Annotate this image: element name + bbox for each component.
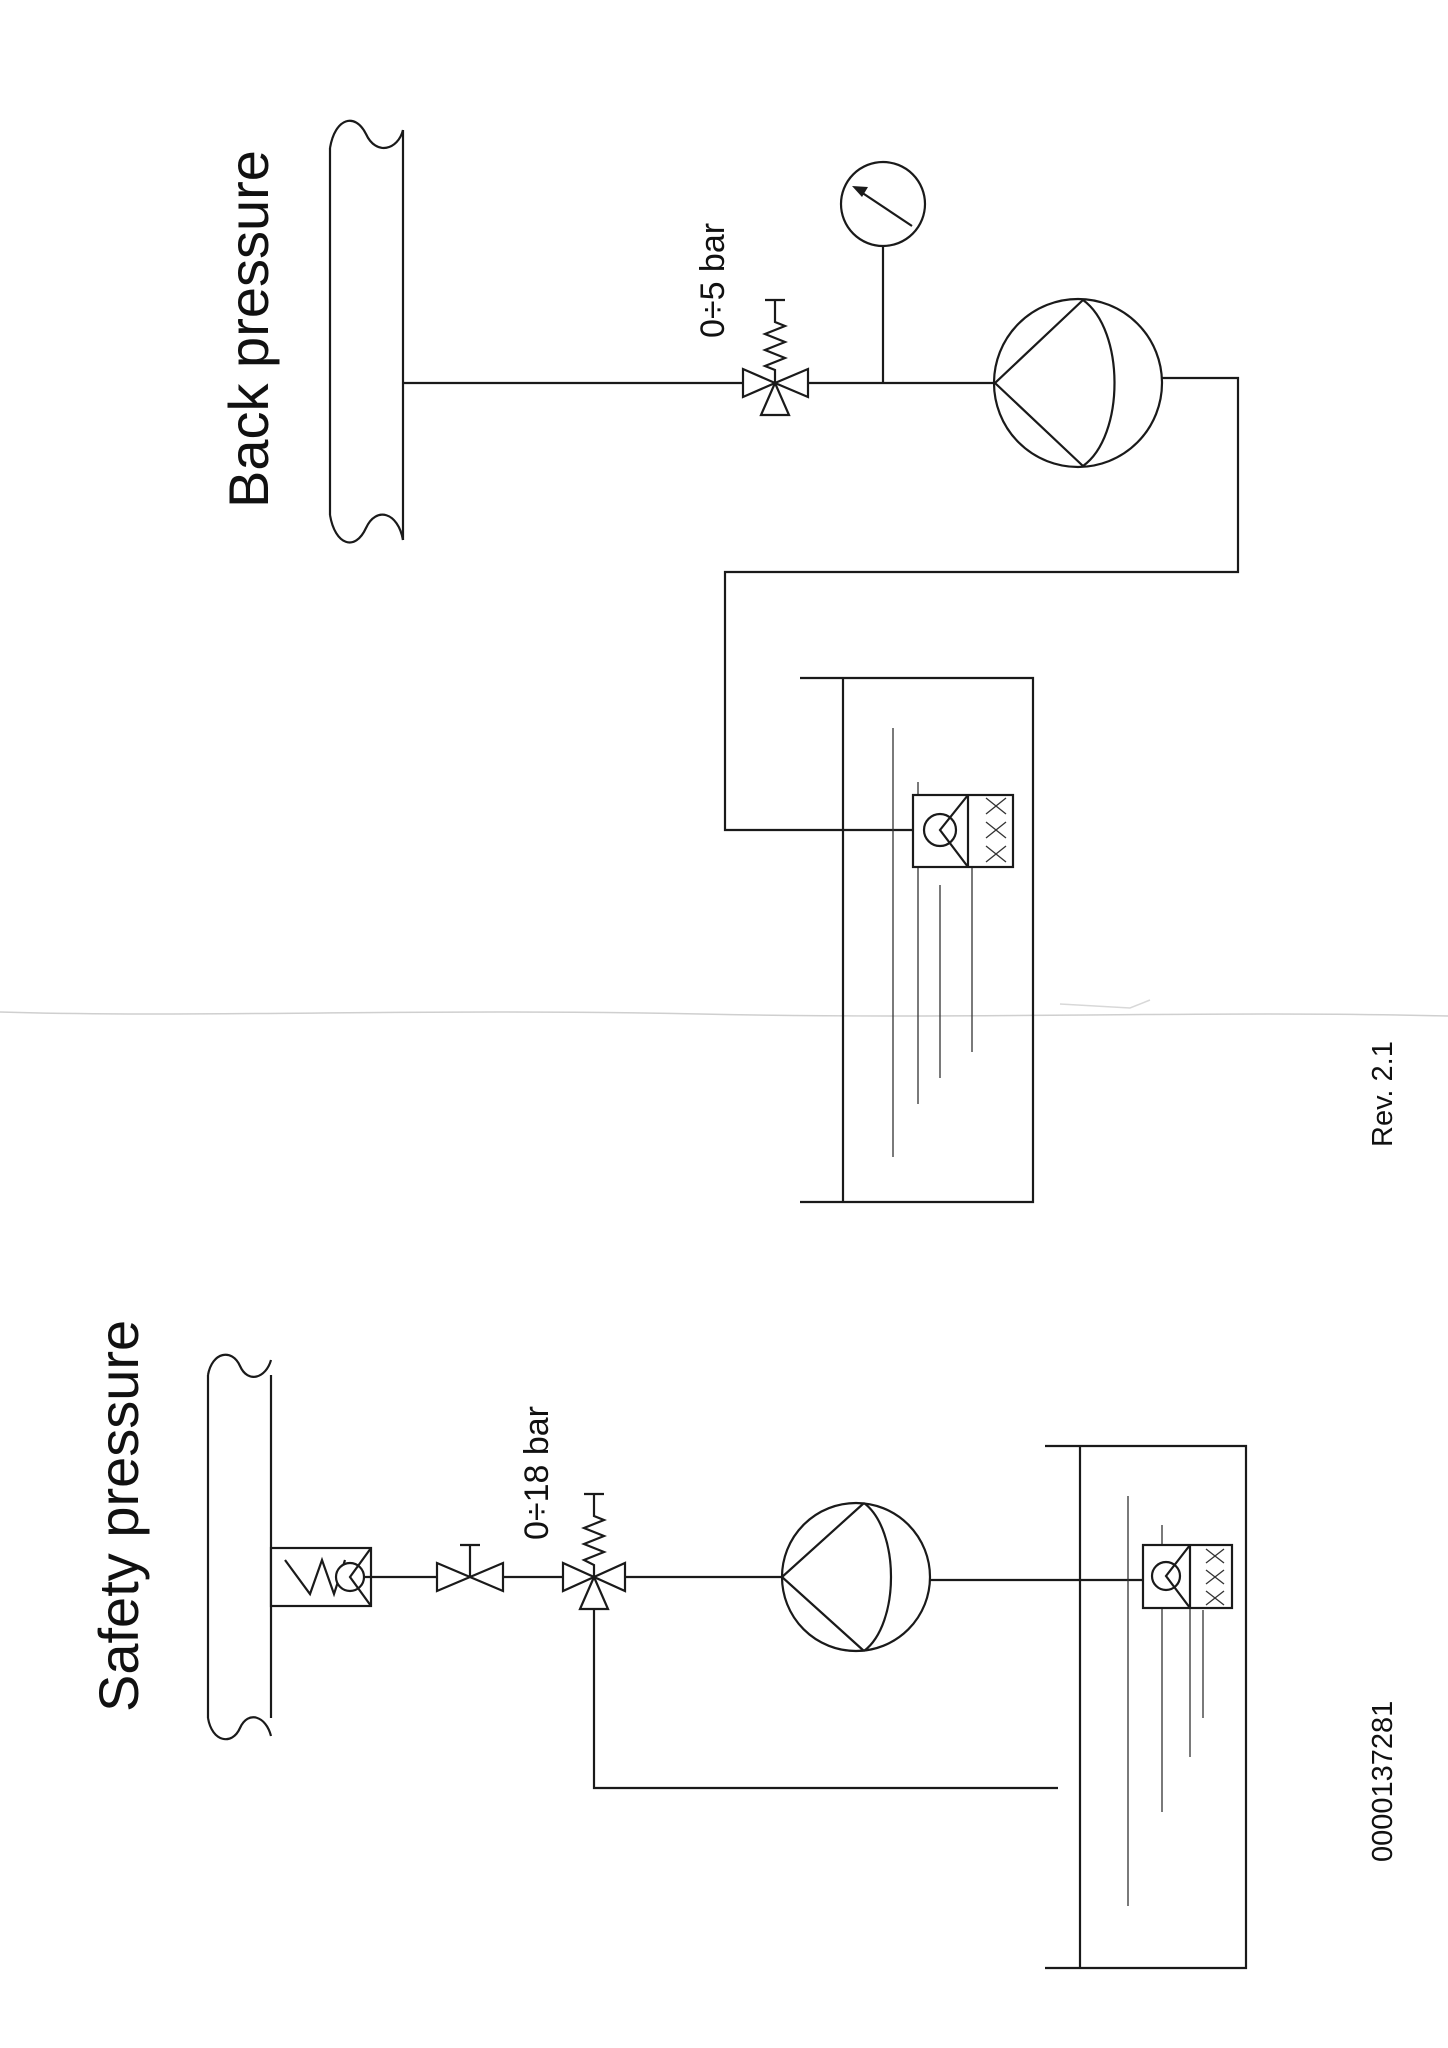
back-pressure-circuit: Back pressure 0÷5 bar [217,119,1240,1204]
pump-icon [780,1501,932,1653]
document-number: 0000137281 [1367,1701,1399,1862]
pipe-icon [206,1353,273,1741]
pump-icon [992,297,1164,469]
back-pressure-valve-range: 0÷5 bar [694,223,732,338]
pressure-valve-icon [741,298,810,417]
back-pressure-title: Back pressure [217,150,280,508]
pressure-gauge-icon [839,160,927,383]
page-fold-crease [0,999,1448,1017]
pressure-valve-icon [561,1492,627,1611]
revision-label: Rev. 2.1 [1367,1041,1399,1147]
tank-icon [1045,1444,1248,1970]
foot-valve-strainer-icon [911,793,1015,869]
shutoff-valve-icon [435,1543,505,1593]
safety-pressure-circuit: Safety pressure [87,1320,1248,1970]
foot-valve-strainer-icon [1141,1543,1234,1610]
safety-pressure-valve-range: 0÷18 bar [518,1406,556,1540]
check-valve-icon [269,1546,373,1608]
safety-pressure-title: Safety pressure [87,1320,150,1712]
tank-icon [800,676,1035,1204]
pipe-icon [328,119,405,544]
